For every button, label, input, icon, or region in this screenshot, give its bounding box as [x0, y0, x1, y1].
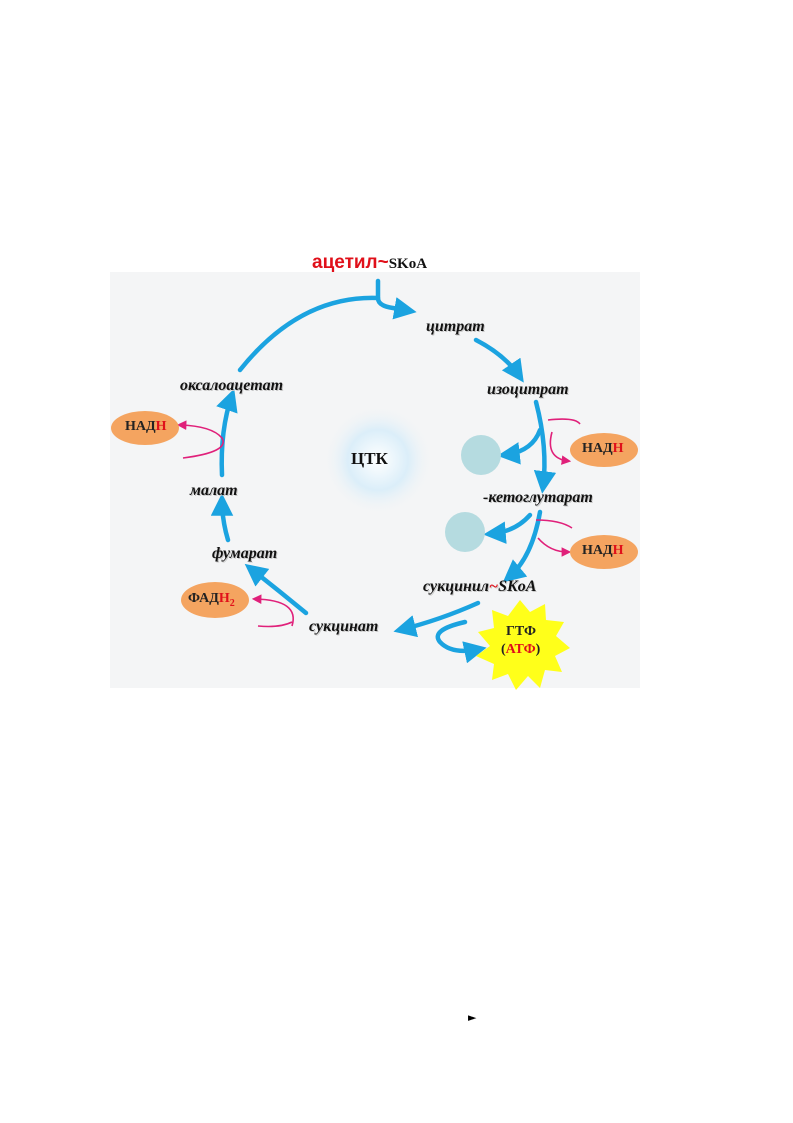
label-oxaloacetate: оксалоацетат — [180, 377, 284, 394]
arrow-ketoglutarate-co2 — [483, 512, 533, 544]
nadh-label-right-2: НАДН — [582, 543, 624, 559]
fadh2-label: ФАДН2 — [188, 591, 235, 609]
nadh-label-left: НАДН — [125, 419, 167, 435]
arrow-succinate-to-fumarate — [244, 563, 309, 616]
atp-paren-close: ) — [535, 642, 541, 657]
arrow-isocitrate-co2 — [497, 427, 543, 465]
co2-circle-1 — [461, 435, 501, 475]
fad-sub-text: 2 — [229, 597, 235, 609]
nad-h-text: Н — [612, 543, 624, 558]
skoa-label: SKoA — [388, 256, 428, 272]
nad-text: НАД — [582, 543, 613, 558]
atp-label: (АТФ) — [501, 642, 540, 658]
arrow-nadh-right-1 — [547, 418, 581, 461]
arrow-citrate-to-isocitrate — [473, 337, 524, 383]
fadh2-ellipse — [181, 582, 249, 618]
center-glow — [323, 405, 433, 515]
label-succinyl-coa: сукцинил~SKoA — [423, 578, 536, 596]
label-ketoglutarate: -кетоглутарат — [483, 489, 593, 506]
nadh-ellipse-left — [111, 411, 179, 445]
acetyl-coa-title: ацетил~SKoA — [312, 252, 427, 274]
footer-bullet-icon: ► — [468, 1011, 477, 1024]
nad-h-text: Н — [155, 419, 167, 434]
arrow-malate-to-oxaloacetate — [216, 388, 238, 478]
arrow-succinyl-to-succinate — [393, 600, 481, 638]
co2-circle-2 — [445, 512, 485, 552]
arrow-isocitrate-to-ketoglutarate — [533, 399, 557, 494]
arrow-fumarate-to-malate — [210, 493, 234, 543]
atp-text: АТФ — [505, 642, 536, 657]
label-fumarate: фумарат — [212, 545, 278, 562]
nad-h-text: Н — [612, 441, 624, 456]
succinyl-tilde: ~ — [489, 578, 499, 595]
nadh-ellipse-right-2 — [570, 535, 638, 569]
arrow-gtp-loop — [435, 619, 487, 664]
nadh-ellipse-right-1 — [570, 433, 638, 467]
arrow-oxaloacetate-to-citrate — [237, 295, 381, 373]
label-citrate: цитрат — [426, 318, 485, 335]
acetyl-label: ацетил~ — [312, 252, 389, 273]
arrow-acetyl-entry — [375, 278, 417, 320]
succinyl-coa: SKoA — [498, 578, 537, 595]
label-malate: малат — [190, 482, 238, 499]
nad-text: НАД — [582, 441, 613, 456]
arrow-nadh-right-2 — [535, 519, 572, 552]
arrow-fadh2 — [251, 594, 294, 627]
gtp-starburst — [476, 600, 570, 690]
succinyl-base: сукцинил — [423, 578, 489, 595]
gtp-label: ГТФ — [506, 624, 536, 639]
cycle-center-label: ЦТК — [351, 449, 388, 468]
nadh-label-right-1: НАДН — [582, 441, 624, 457]
fad-h-text: Н — [218, 591, 230, 606]
nad-text: НАД — [125, 419, 156, 434]
label-succinate: сукцинат — [309, 618, 379, 635]
arrow-fadh2-tail — [257, 621, 293, 628]
label-isocitrate: изоцитрат — [487, 381, 569, 398]
atp-paren-open: ( — [501, 642, 506, 657]
fad-text: ФАД — [188, 591, 219, 606]
arrow-nadh-left — [176, 420, 224, 459]
